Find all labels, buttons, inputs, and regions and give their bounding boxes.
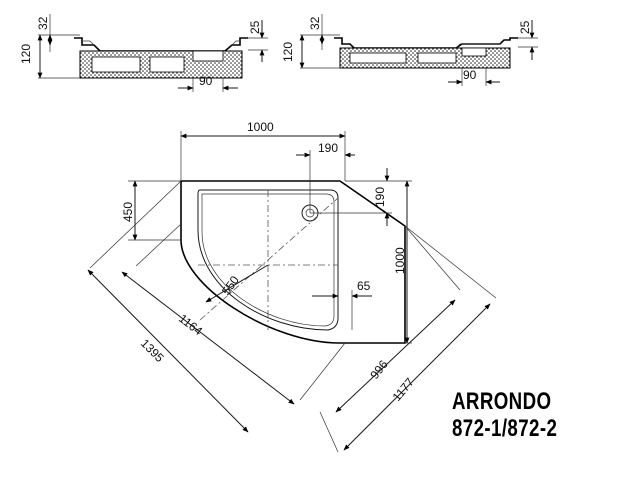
dim-waste-offset-y: 190 [373,187,387,207]
dim-diag-right-outer: 1177 [390,375,418,404]
product-name: ARRONDO [452,388,552,415]
product-title: ARRONDO 872-1/872-2 [452,388,557,442]
dim-diag-inner: 1164 [176,311,205,338]
dim-inner-edge: 65 [357,279,371,293]
dim-rim-right: 32 [308,16,322,30]
dim-radius: 550 [219,273,242,298]
dim-depth-right: 120 [281,42,295,62]
section-view-left: 120 32 25 90 [19,14,268,92]
dim-side-straight: 450 [121,202,135,222]
product-model: 872-1/872-2 [452,415,558,442]
section-view-right: 120 32 25 90 [281,14,538,86]
dim-waste-left: 90 [199,74,213,88]
dim-diag-right-inner: 996 [367,357,391,382]
dim-waste-offset-x: 190 [318,141,338,155]
dim-height-right: 1000 [393,247,407,274]
dim-width-top: 1000 [247,120,274,134]
dim-diag-outer: 1395 [138,336,167,365]
dim-rim-left: 32 [36,16,50,30]
dim-waste-right: 90 [463,68,477,82]
dim-rim-right-left: 25 [248,20,262,34]
plan-view: 1000 190 190 1000 450 550 65 1164 [87,120,497,453]
dim-rim-right-right: 25 [518,20,532,34]
dim-depth-left: 120 [19,44,33,64]
